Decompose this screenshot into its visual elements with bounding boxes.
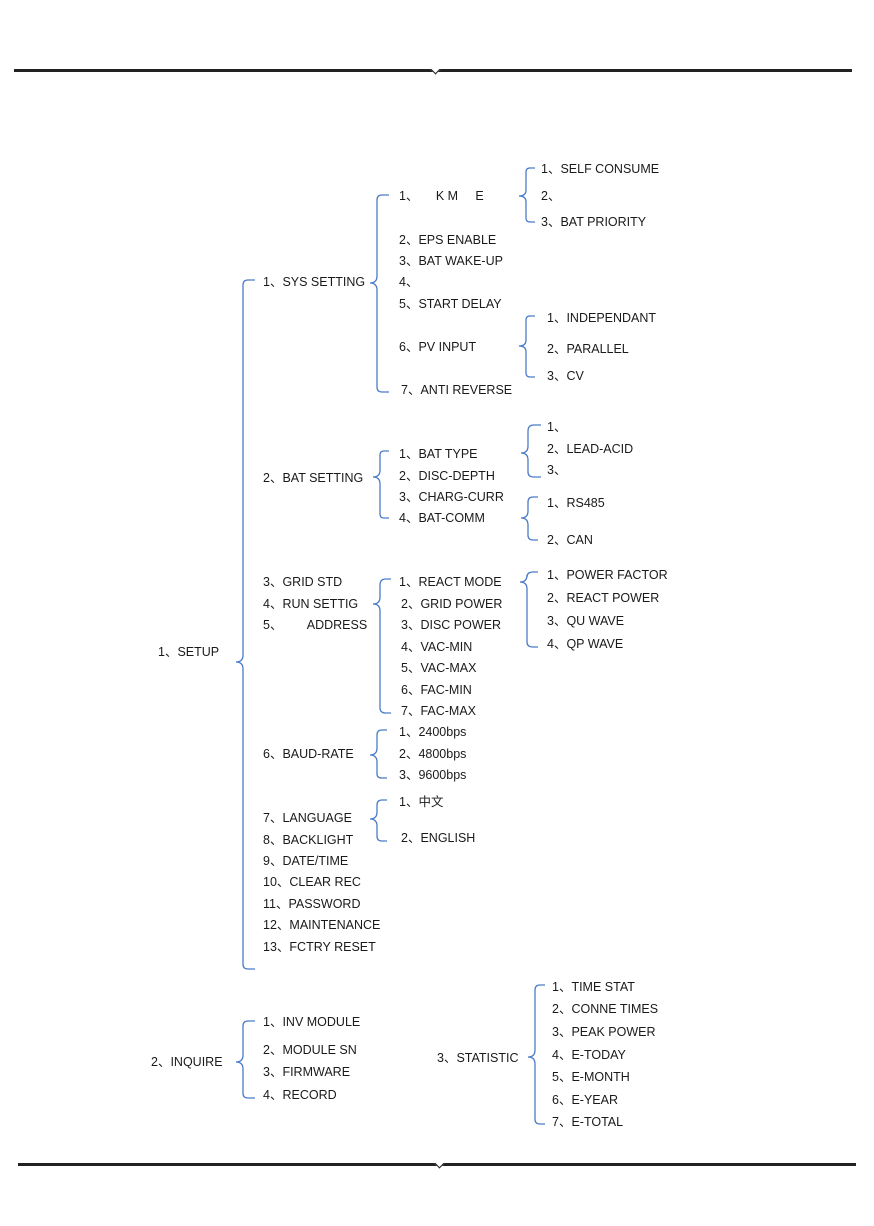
- language-option-english: 2、ENGLISH: [401, 831, 476, 845]
- sys-item-pv-input: 6、PV INPUT: [399, 340, 477, 354]
- statistic-item-e-total: 7、E-TOTAL: [552, 1115, 624, 1129]
- bracket-language: [369, 799, 387, 842]
- inquire-item-inv-module: 1、INV MODULE: [263, 1015, 361, 1029]
- backlight-node: 8、BACKLIGHT: [263, 833, 354, 847]
- language-node: 7、LANGUAGE: [263, 811, 352, 825]
- react-mode-option-qu-wave: 3、QU WAVE: [547, 614, 625, 628]
- bracket-setup: [235, 279, 255, 970]
- bracket-pv-input: [518, 315, 535, 378]
- bracket-bat-type: [520, 424, 541, 478]
- inquire-item-record: 4、RECORD: [263, 1088, 337, 1102]
- pv-input-option-cv: 3、CV: [547, 369, 584, 383]
- run-setting-node: 4、RUN SETTIG: [263, 597, 359, 611]
- work-mode-option-bat-priority: 3、BAT PRIORITY: [541, 215, 647, 229]
- run-item-fac-max: 7、FAC-MAX: [401, 704, 477, 718]
- baud-rate-node: 6、BAUD-RATE: [263, 747, 354, 761]
- maintenance-node: 12、MAINTENANCE: [263, 918, 381, 932]
- statistic-item-time-stat: 1、TIME STAT: [552, 980, 635, 994]
- inquire-node: 2、INQUIRE: [151, 1055, 223, 1069]
- bat-item-bat-type: 1、BAT TYPE: [399, 447, 478, 461]
- baud-rate-option-4800: 2、4800bps: [399, 747, 467, 761]
- clear-rec-node: 10、CLEAR REC: [263, 875, 361, 889]
- sys-item-eps-enable: 2、EPS ENABLE: [399, 233, 497, 247]
- run-item-vac-max: 5、VAC-MAX: [401, 661, 477, 675]
- run-item-fac-min: 6、FAC-MIN: [401, 683, 472, 697]
- react-mode-option-qp-wave: 4、QP WAVE: [547, 637, 624, 651]
- statistic-item-e-today: 4、E-TODAY: [552, 1048, 626, 1062]
- bracket-sys-setting: [369, 194, 389, 393]
- bat-type-option-3: 3、: [547, 463, 567, 477]
- bat-type-option-lead-acid: 2、LEAD-ACID: [547, 442, 634, 456]
- bracket-statistic: [527, 984, 545, 1125]
- react-mode-option-power-factor: 1、POWER FACTOR: [547, 568, 668, 582]
- run-item-grid-power: 2、GRID POWER: [401, 597, 503, 611]
- inquire-item-firmware: 3、FIRMWARE: [263, 1065, 351, 1079]
- baud-rate-option-2400: 1、2400bps: [399, 725, 467, 739]
- sys-item-anti-reverse: 7、ANTI REVERSE: [401, 383, 513, 397]
- sys-item-bat-wake-up: 3、BAT WAKE-UP: [399, 254, 503, 268]
- language-option-chinese: 1、中文: [399, 795, 444, 809]
- run-item-react-mode: 1、REACT MODE: [399, 575, 502, 589]
- statistic-item-peak-power: 3、PEAK POWER: [552, 1025, 656, 1039]
- statistic-node: 3、STATISTIC: [437, 1051, 519, 1065]
- grid-std-node: 3、GRID STD: [263, 575, 343, 589]
- bracket-react-mode: [519, 571, 538, 648]
- bat-comm-option-rs485: 1、RS485: [547, 496, 605, 510]
- inquire-item-module-sn: 2、MODULE SN: [263, 1043, 357, 1057]
- bat-item-bat-comm: 4、BAT-COMM: [399, 511, 485, 525]
- sys-item-work-mode: 1、 K M E: [399, 189, 484, 203]
- address-node: 5、 ADDRESS: [263, 618, 368, 632]
- work-mode-option-self-consume: 1、SELF CONSUME: [541, 162, 660, 176]
- bracket-inquire: [235, 1020, 255, 1099]
- react-mode-option-react-power: 2、REACT POWER: [547, 591, 660, 605]
- work-mode-option-2: 2、: [541, 189, 561, 203]
- password-node: 11、PASSWORD: [263, 897, 361, 911]
- bracket-work-mode: [518, 167, 535, 223]
- run-item-disc-power: 3、DISC POWER: [401, 618, 502, 632]
- bat-comm-option-can: 2、CAN: [547, 533, 593, 547]
- bat-item-disc-depth: 2、DISC-DEPTH: [399, 469, 495, 483]
- run-item-vac-min: 4、VAC-MIN: [401, 640, 473, 654]
- pv-input-option-parallel: 2、PARALLEL: [547, 342, 629, 356]
- date-time-node: 9、DATE/TIME: [263, 854, 349, 868]
- sys-setting-node: 1、SYS SETTING: [263, 275, 366, 289]
- bracket-bat-comm: [520, 496, 538, 541]
- bracket-bat-setting: [372, 450, 389, 519]
- bracket-baud-rate: [369, 729, 387, 779]
- fctry-reset-node: 13、FCTRY RESET: [263, 940, 376, 954]
- bat-type-option-1: 1、: [547, 420, 567, 434]
- sys-item-4: 4、: [399, 275, 419, 289]
- setup-node: 1、SETUP: [158, 645, 220, 659]
- pv-input-option-independant: 1、INDEPENDANT: [547, 311, 657, 325]
- statistic-item-conne-times: 2、CONNE TIMES: [552, 1002, 659, 1016]
- sys-item-start-delay: 5、START DELAY: [399, 297, 502, 311]
- statistic-item-e-month: 5、E-MONTH: [552, 1070, 630, 1084]
- bat-setting-node: 2、BAT SETTING: [263, 471, 364, 485]
- statistic-item-e-year: 6、E-YEAR: [552, 1093, 618, 1107]
- bracket-run-setting: [372, 578, 391, 714]
- baud-rate-option-9600: 3、9600bps: [399, 768, 467, 782]
- bat-item-charg-curr: 3、CHARG-CURR: [399, 490, 504, 504]
